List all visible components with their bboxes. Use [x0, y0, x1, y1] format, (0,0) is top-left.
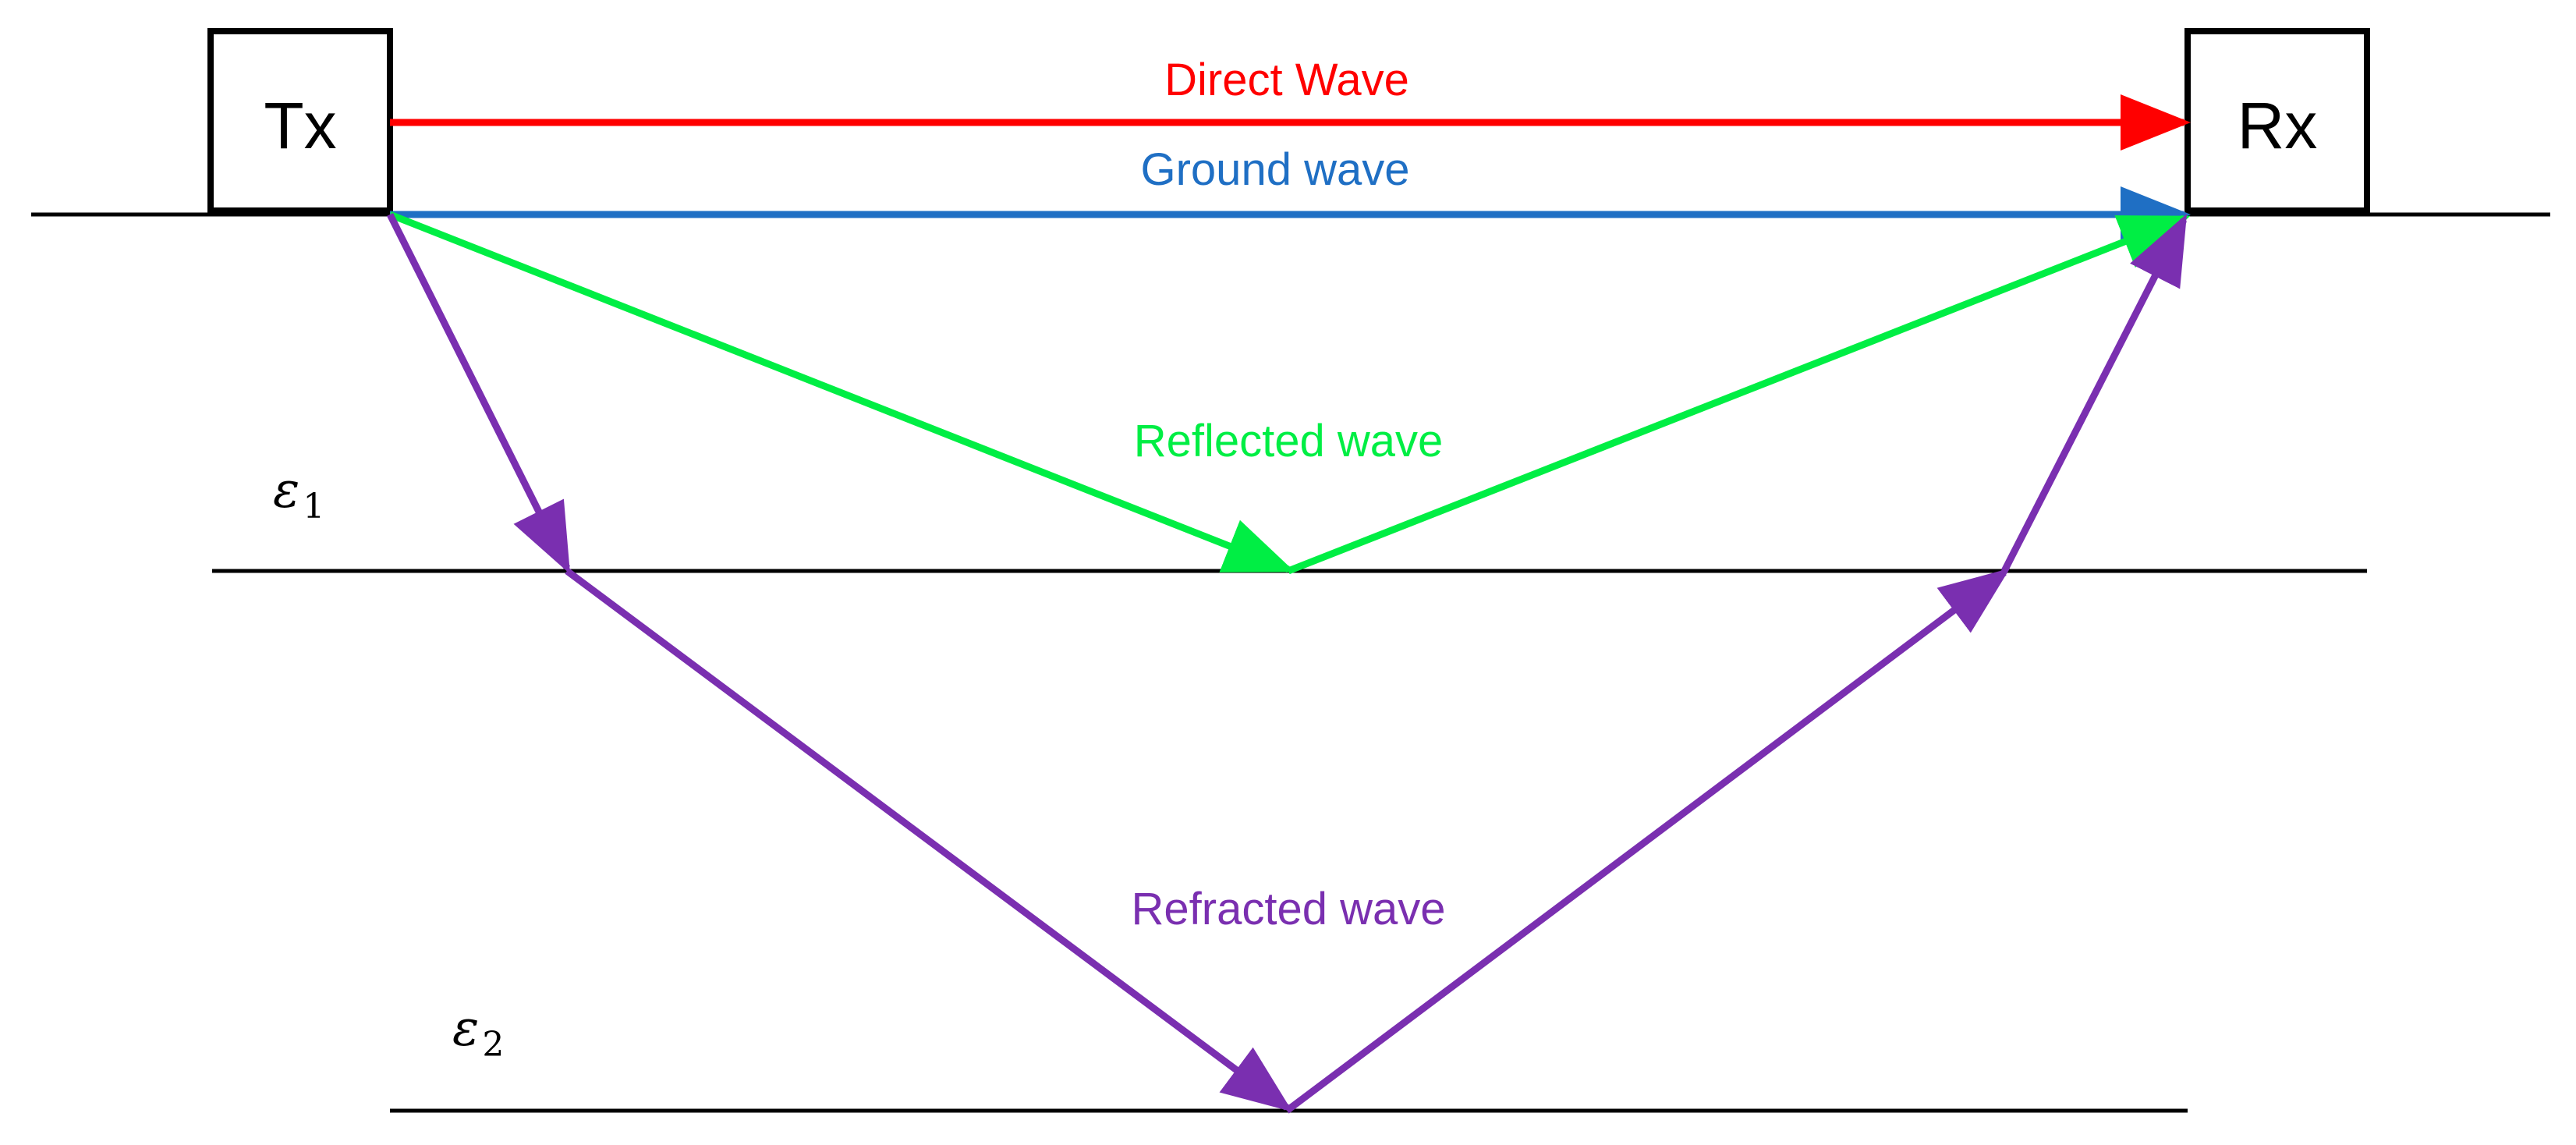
- epsilon2-symbol: ε: [452, 1000, 479, 1058]
- refracted-wave-seg3-arrow: [1284, 568, 2011, 1114]
- refracted-wave-seg4-arrow: [2000, 213, 2188, 573]
- reflected-wave-down-arrow: [388, 211, 1295, 573]
- reflected-wave-label: Reflected wave: [1134, 416, 1444, 466]
- refracted-wave-seg2-arrow: [565, 568, 1293, 1112]
- receiver-box: [2184, 28, 2370, 214]
- refracted-wave-label: Refracted wave: [1132, 884, 1446, 934]
- transmitter-label: Tx: [264, 89, 336, 162]
- reflected-wave-up-arrow: [1287, 214, 2191, 575]
- epsilon2-label: ε2: [452, 1000, 504, 1065]
- epsilon1-symbol: ε: [273, 462, 299, 519]
- receiver-label: Rx: [2238, 89, 2318, 162]
- refracted-wave-seg1-arrow: [386, 212, 571, 575]
- epsilon1-label: ε1: [273, 462, 324, 526]
- epsilon1-subscript: 1: [303, 487, 324, 526]
- epsilon2-subscript: 2: [482, 1025, 504, 1065]
- ground-wave-label: Ground wave: [1141, 144, 1410, 195]
- transmitter-box: [207, 28, 393, 214]
- direct-wave-label: Direct Wave: [1164, 55, 1409, 105]
